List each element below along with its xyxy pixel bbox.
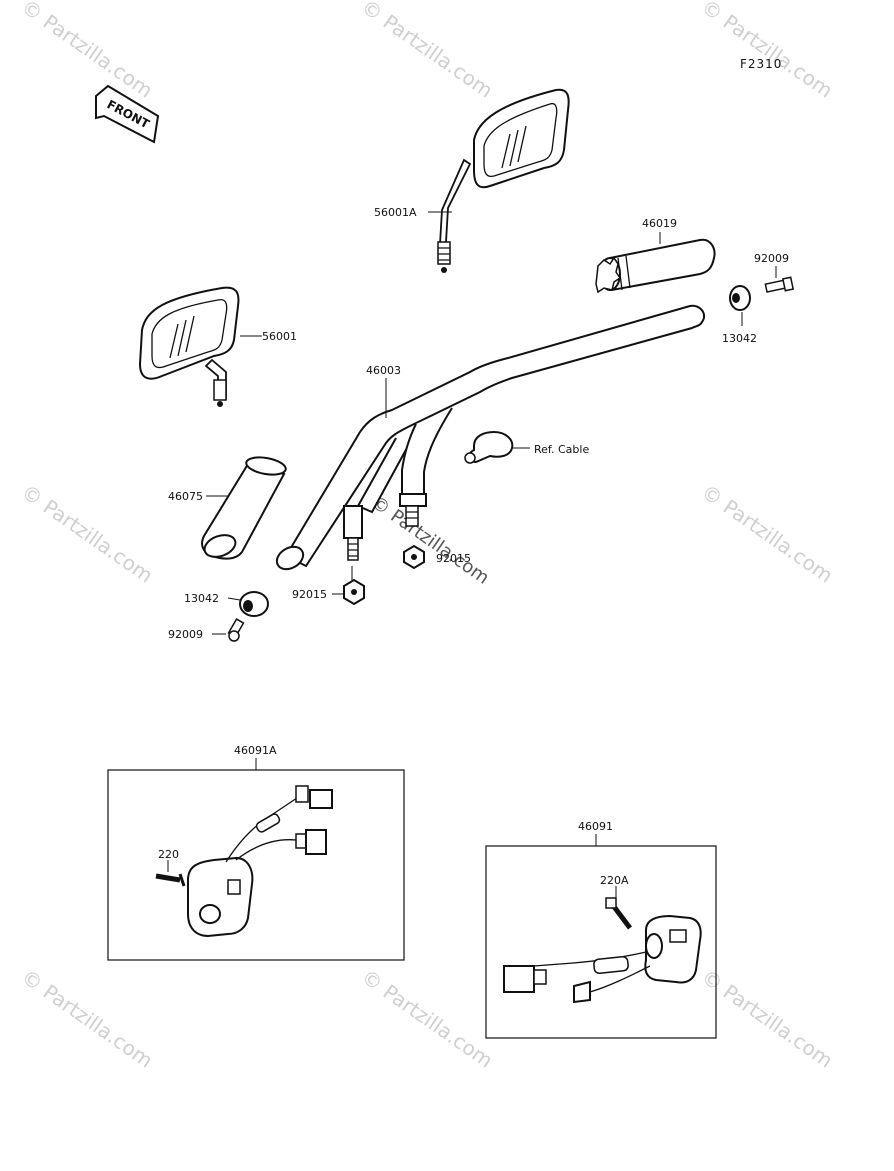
watermark: © Partzilla.com	[17, 0, 157, 103]
label-92015-left: 92015	[292, 588, 327, 601]
label-92015-right: 92015	[436, 552, 471, 565]
switch-left-box	[107, 769, 405, 961]
watermark: © Partzilla.com	[367, 492, 493, 589]
label-13042-right: 13042	[722, 332, 757, 345]
nut-left[interactable]	[343, 578, 365, 606]
label-220: 220	[158, 848, 179, 861]
label-ref-cable: Ref. Cable	[534, 443, 589, 456]
weight-left[interactable]	[239, 591, 269, 617]
watermark: © Partzilla.com	[17, 964, 157, 1072]
label-46091a: 46091A	[234, 744, 277, 757]
mirror-left[interactable]	[138, 286, 240, 407]
watermark: © Partzilla.com	[697, 964, 837, 1072]
watermark: © Partzilla.com	[357, 964, 497, 1072]
label-220a: 220A	[600, 874, 629, 887]
cable-clamp[interactable]	[464, 430, 514, 464]
diagram-code: F2310	[740, 57, 782, 71]
label-92009-left: 92009	[168, 628, 203, 641]
label-46003: 46003	[366, 364, 401, 377]
watermark: © Partzilla.com	[697, 0, 837, 103]
mirror-right[interactable]	[437, 88, 570, 273]
label-46075: 46075	[168, 490, 203, 503]
watermark: © Partzilla.com	[357, 0, 497, 103]
label-46091: 46091	[578, 820, 613, 833]
handlebar[interactable]	[273, 304, 706, 574]
watermark: © Partzilla.com	[697, 479, 837, 587]
label-92009-right: 92009	[754, 252, 789, 265]
watermarks: © Partzilla.com © Partzilla.com © Partzi…	[17, 0, 837, 1073]
label-56001: 56001	[262, 330, 297, 343]
grip-right[interactable]	[595, 238, 716, 294]
label-46019: 46019	[642, 217, 677, 230]
bolt-left[interactable]	[227, 618, 245, 642]
weight-right[interactable]	[729, 285, 751, 311]
label-13042-left: 13042	[184, 592, 219, 605]
grip-left[interactable]	[201, 455, 288, 561]
switch-right[interactable]	[503, 897, 702, 1004]
nut-right[interactable]	[403, 544, 425, 570]
switch-right-box	[485, 845, 717, 1039]
bolt-right[interactable]	[764, 276, 795, 293]
switch-left[interactable]	[155, 785, 333, 938]
label-56001a: 56001A	[374, 206, 417, 219]
watermark: © Partzilla.com	[17, 479, 157, 587]
